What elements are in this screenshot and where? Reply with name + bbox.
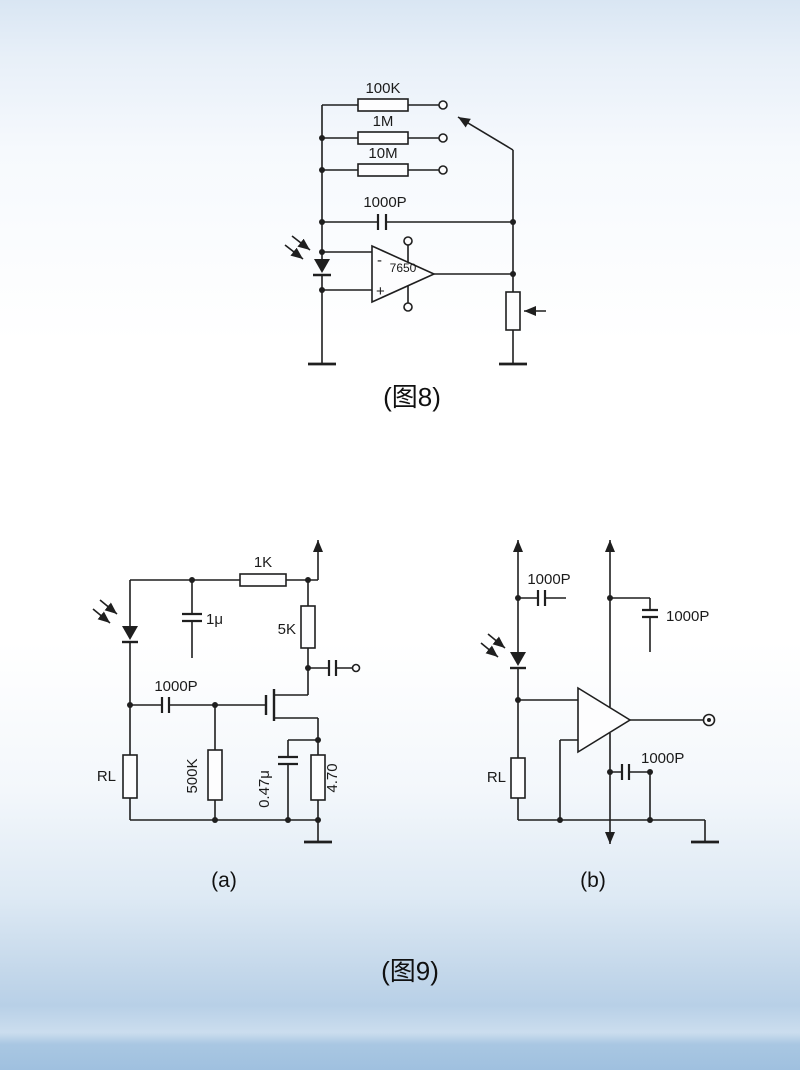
resistor-100k-label: 100K (365, 80, 400, 97)
capacitor-bottom-plates (620, 764, 631, 780)
resistor-5k (300, 605, 316, 649)
figure9b-caption: (b) (580, 869, 606, 892)
opamp-inverting-sign: - (377, 252, 382, 269)
terminal-1m (438, 133, 448, 143)
photodiode (510, 652, 526, 666)
light-arrow-icon (92, 608, 111, 624)
light-arrow-icon (487, 633, 506, 649)
resistor-rl-label: RL (97, 768, 116, 785)
capacitor-1u-label: 1μ (206, 611, 223, 628)
output-terminal-center (707, 718, 711, 722)
opamp-top-pin (403, 236, 413, 246)
capacitor-1000p-plates (160, 697, 171, 713)
figure8-wiring (321, 104, 514, 364)
resistor-1k (239, 573, 287, 587)
figure8-caption: (图8) (383, 382, 441, 412)
figure9b-wiring (517, 597, 706, 842)
terminal-10m (438, 165, 448, 175)
resistor-500k-label: 500K (184, 758, 201, 793)
capacitor-1000p-plates (376, 214, 388, 230)
capacitor-047u-label: 0.47μ (256, 770, 273, 808)
resistor-10m-label: 10M (368, 145, 397, 162)
capacitor-right-plates (642, 608, 658, 619)
capacitor-1u-plates (182, 612, 202, 623)
output-terminal (351, 663, 361, 673)
resistor-470 (310, 754, 326, 801)
resistor-470-label: 4.70 (324, 763, 341, 792)
terminal-100k (438, 100, 448, 110)
resistor-1k-label: 1K (254, 554, 272, 571)
resistor-100k (357, 98, 409, 112)
light-arrow-icon (99, 599, 118, 615)
capacitor-right-label: 1000P (666, 608, 709, 625)
resistor-rl (122, 754, 138, 799)
photodiode (122, 626, 138, 640)
light-arrow-icon (291, 235, 311, 251)
resistor-1m (357, 131, 409, 145)
capacitor-top-label: 1000P (527, 571, 570, 588)
potentiometer (505, 291, 521, 331)
capacitor-1000p-label: 1000P (363, 194, 406, 211)
junction-dots (127, 577, 321, 823)
junction-dots (515, 595, 653, 823)
resistor-1m-label: 1M (373, 113, 394, 130)
resistor-rl (510, 757, 526, 799)
opamp-bottom-pin (403, 302, 413, 312)
selector-wiper-arrow (457, 116, 514, 151)
capacitor-bottom-label: 1000P (641, 750, 684, 767)
output-capacitor-plates (327, 660, 338, 676)
figure9a-caption: (a) (211, 869, 237, 892)
figure8-circuit: 100K 1M 10M 1000P - + 7650 (284, 80, 546, 366)
opamp-part-number: 7650 (390, 261, 417, 275)
opamp (577, 686, 632, 754)
opamp-noninverting-sign: + (376, 283, 385, 300)
opamp-7650 (371, 244, 436, 304)
resistor-rl-label: RL (487, 769, 506, 786)
junction-dots (319, 135, 516, 293)
resistor-10m (357, 163, 409, 177)
resistor-5k-label: 5K (278, 621, 296, 638)
figure9a-circuit: 1K 1μ 5K 1000P RL 500K 0.47μ 4.70 (92, 540, 361, 844)
resistor-500k (207, 749, 223, 801)
figure9b-circuit: 1000P 1000P 1000P RL (480, 540, 719, 844)
light-arrow-icon (480, 642, 499, 658)
capacitor-top-plates (536, 590, 547, 606)
light-arrow-icon (284, 244, 304, 260)
capacitor-1000p-label: 1000P (154, 678, 197, 695)
figure9a-wiring (129, 579, 352, 842)
capacitor-047u-plates (278, 755, 298, 766)
photodiode (314, 259, 330, 273)
figure9-caption: (图9) (381, 956, 439, 986)
